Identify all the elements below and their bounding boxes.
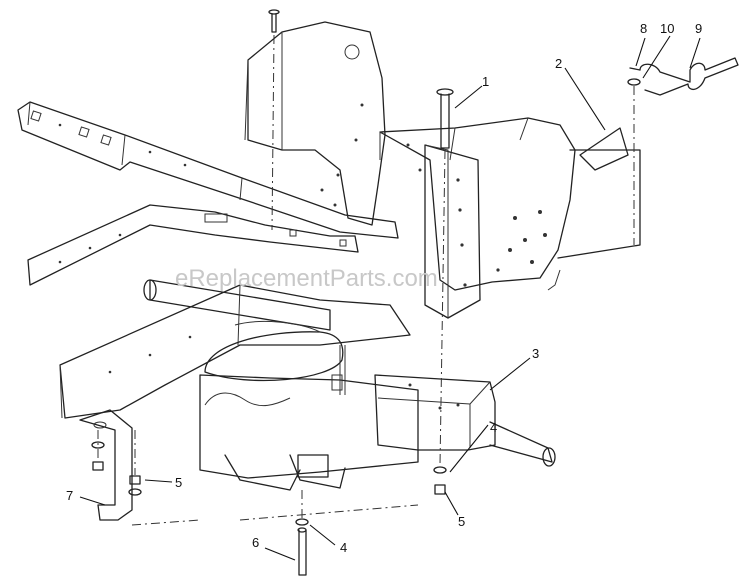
callout-8: 8 xyxy=(640,21,647,36)
transmission-housing xyxy=(199,321,419,491)
top-bolt xyxy=(268,9,280,33)
bolt-6 xyxy=(295,518,309,576)
callout-6: 6 xyxy=(252,535,259,550)
callout-5-bottom: 5 xyxy=(458,514,465,529)
callout-1: 1 xyxy=(482,74,489,89)
assembly-lines xyxy=(97,34,635,526)
right-floor-plate xyxy=(547,149,641,291)
callout-5-left: 5 xyxy=(175,475,182,490)
axle-housing xyxy=(374,374,556,467)
left-side-plate xyxy=(244,21,386,226)
callout-2: 2 xyxy=(555,56,562,71)
leader-lines xyxy=(79,35,701,561)
spring-clip xyxy=(639,57,739,96)
callout-labels: 1 2 3 4 4 5 5 6 7 8 9 10 xyxy=(66,21,702,555)
left-hardware xyxy=(91,441,105,471)
pin-8 xyxy=(629,67,641,71)
callout-7: 7 xyxy=(66,488,73,503)
callout-4-right: 4 xyxy=(490,420,497,435)
right-side-plate xyxy=(379,117,576,291)
bolt-1 xyxy=(436,88,454,149)
frame-rail xyxy=(17,101,399,239)
nut-5-left xyxy=(128,475,142,496)
seat-panel xyxy=(579,127,629,171)
cross-channel xyxy=(27,204,359,286)
center-bracket xyxy=(424,144,481,319)
lower-frame xyxy=(59,284,411,419)
washer-nut-right xyxy=(433,466,447,495)
axle-tube xyxy=(143,279,331,331)
callout-4-bottom: 4 xyxy=(340,540,347,555)
washer-10 xyxy=(627,78,641,86)
support-bracket xyxy=(79,409,133,521)
callout-3: 3 xyxy=(532,346,539,361)
callout-9: 9 xyxy=(695,21,702,36)
callout-10: 10 xyxy=(660,21,674,36)
watermark: eReplacementParts.com xyxy=(175,265,438,292)
